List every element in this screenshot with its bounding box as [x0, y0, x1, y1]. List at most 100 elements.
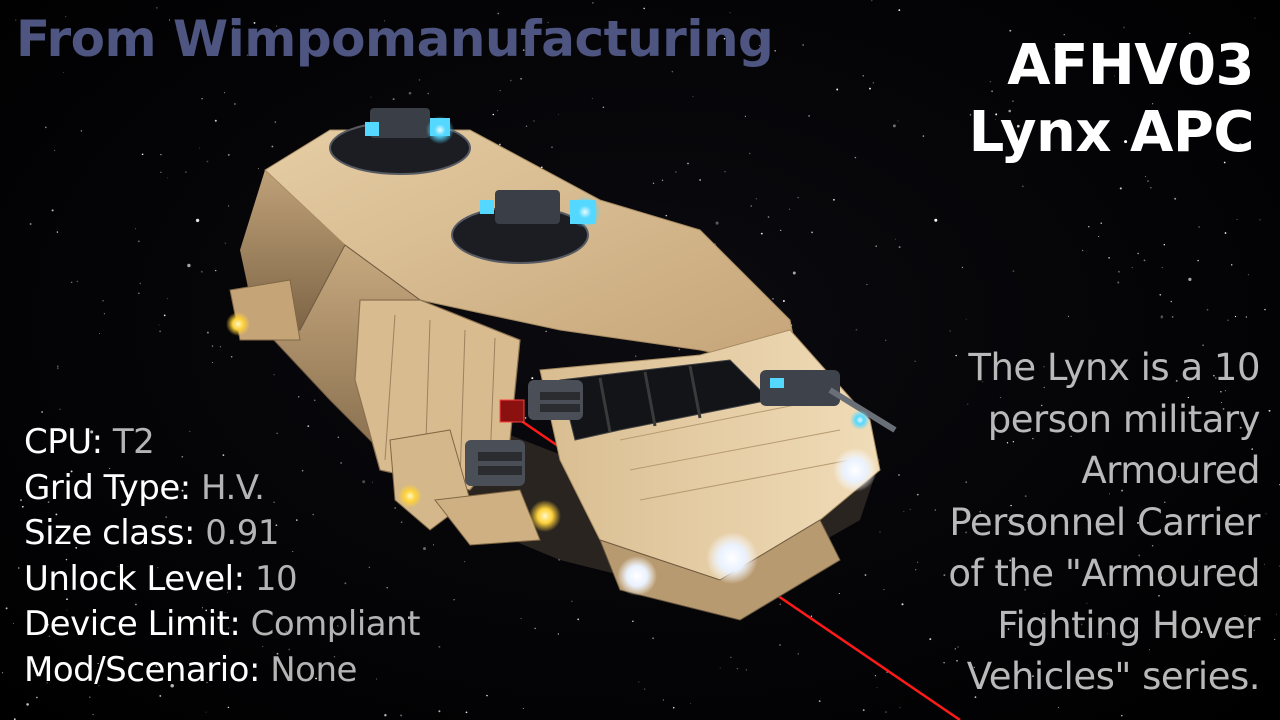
- star: [312, 513, 314, 516]
- star: [1113, 75, 1115, 77]
- star: [12, 622, 14, 625]
- star: [65, 558, 68, 561]
- star: [879, 531, 881, 533]
- star: [652, 637, 654, 640]
- star: [206, 682, 208, 684]
- star: [246, 54, 249, 56]
- star: [32, 665, 34, 667]
- star: [1012, 441, 1015, 443]
- star: [855, 328, 858, 331]
- star: [1244, 615, 1246, 617]
- star: [782, 300, 785, 302]
- star: [276, 432, 278, 434]
- star: [1024, 588, 1027, 591]
- star: [675, 171, 677, 173]
- star: [135, 603, 137, 606]
- star: [898, 246, 901, 249]
- star: [268, 41, 271, 44]
- star: [315, 677, 318, 680]
- star: [117, 566, 119, 567]
- description-line: Fighting Hover: [997, 603, 1260, 647]
- star: [1206, 308, 1209, 311]
- spec-label: Size class:: [24, 513, 206, 553]
- star: [66, 609, 68, 611]
- star: [35, 696, 38, 699]
- star: [974, 696, 977, 698]
- star: [1009, 559, 1012, 562]
- star: [230, 356, 233, 358]
- star: [276, 25, 278, 27]
- star: [159, 330, 162, 333]
- star: [969, 114, 972, 116]
- star: [772, 297, 774, 300]
- star: [836, 88, 839, 91]
- star: [227, 706, 230, 709]
- star: [186, 47, 188, 49]
- star: [465, 711, 468, 714]
- star: [21, 505, 24, 508]
- star: [1124, 140, 1128, 144]
- star: [400, 521, 403, 523]
- star: [866, 283, 868, 286]
- lower-skirt-rear: [434, 489, 541, 546]
- star: [44, 126, 47, 129]
- star: [139, 282, 141, 284]
- star: [1254, 17, 1256, 19]
- star: [1138, 554, 1141, 557]
- star: [854, 156, 857, 159]
- star: [914, 360, 916, 362]
- star: [1224, 232, 1227, 234]
- star: [897, 120, 899, 122]
- star: [759, 45, 760, 47]
- star: [690, 703, 692, 705]
- star: [665, 214, 668, 217]
- star: [48, 635, 51, 637]
- star: [15, 19, 17, 21]
- star: [228, 627, 230, 629]
- star: [2, 672, 4, 674]
- star: [885, 339, 887, 341]
- star: [205, 609, 208, 612]
- headlight: [706, 532, 758, 584]
- star: [1137, 252, 1139, 255]
- star: [922, 135, 925, 137]
- star: [1264, 308, 1266, 311]
- star: [577, 618, 580, 621]
- star: [862, 709, 865, 712]
- star: [156, 566, 159, 569]
- star: [520, 77, 522, 80]
- star: [875, 245, 878, 248]
- star: [1040, 404, 1043, 407]
- star: [29, 223, 32, 225]
- star: [275, 524, 278, 527]
- star: [715, 221, 719, 225]
- star: [1187, 396, 1189, 399]
- spec-row-device-limit: Device Limit: Compliant: [24, 602, 421, 648]
- star: [222, 454, 225, 456]
- star: [1032, 437, 1034, 440]
- spec-value: Compliant: [250, 604, 421, 644]
- star: [170, 683, 174, 688]
- star: [838, 592, 840, 595]
- star: [797, 653, 799, 655]
- star: [1239, 426, 1242, 429]
- star: [1160, 315, 1164, 319]
- star: [903, 510, 905, 513]
- star: [181, 489, 184, 492]
- star: [1124, 44, 1126, 47]
- star: [943, 662, 945, 664]
- star: [18, 567, 20, 569]
- star: [1027, 522, 1030, 525]
- star: [368, 566, 371, 569]
- side-turret: [760, 370, 897, 433]
- star: [206, 331, 209, 334]
- star: [340, 462, 342, 464]
- star: [195, 218, 200, 223]
- star: [66, 598, 68, 601]
- star: [47, 501, 50, 503]
- description-line: The Lynx is a 10: [968, 346, 1260, 389]
- spec-label: Grid Type:: [24, 467, 202, 508]
- star: [1268, 409, 1271, 412]
- star: [158, 324, 160, 326]
- star: [1274, 638, 1276, 641]
